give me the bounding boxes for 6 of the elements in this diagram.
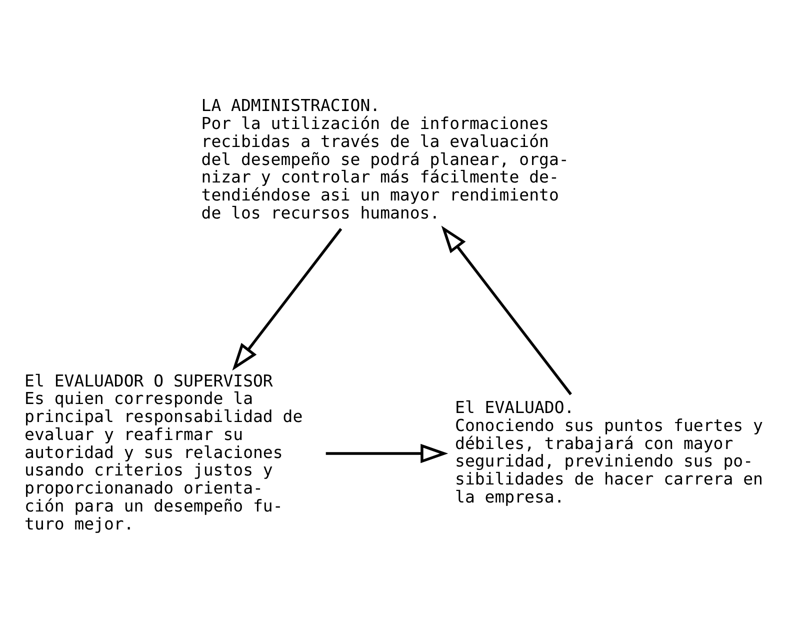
- node-text: El EVALUADOR O SUPERVISOR Es quien corresponde la principal responsabilidad de evaluar y reafirmar su autoridad y sus relaciones usando criterios justos y proporcionanado orienta- ción para un desempeño fu- turo mejor.: [24, 370, 303, 533]
- node-text: El EVALUADO. Conociendo sus puntos fuertes y débiles, trabajará con mayor seguridad, previniendo sus po- sibilidades de hacer carrera en la empresa.: [455, 398, 763, 506]
- arrow: [232, 228, 342, 370]
- node-text: LA ADMINISTRACION. Por la utilización de informaciones recibidas a través de la evaluación del desempeño se podrá planear, orga- nizar y controlar más fácilmente de- tendiéndose asi un mayor rendimiento de los recursos humanos.: [201, 96, 569, 222]
- arrow: [326, 443, 448, 463]
- arrow: [441, 225, 572, 395]
